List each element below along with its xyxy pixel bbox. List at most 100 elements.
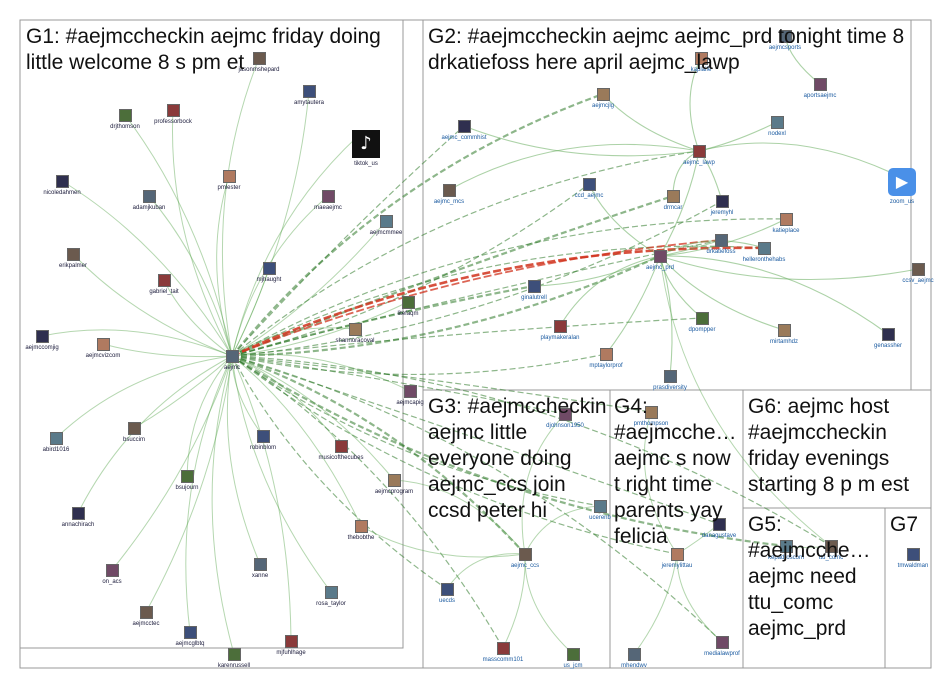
edge <box>231 355 832 547</box>
avatar-icon <box>335 440 348 453</box>
avatar-icon <box>349 323 362 336</box>
edge <box>231 267 270 357</box>
group-label-g7: G7 <box>890 513 919 536</box>
avatar-icon <box>695 52 708 65</box>
node-label: amytautera <box>293 100 325 106</box>
node-label: genassher <box>873 343 903 349</box>
avatar-icon <box>716 195 729 208</box>
edge <box>211 355 235 655</box>
node-label: mjfuhlhage <box>276 650 306 656</box>
node-label: uecds <box>438 598 456 604</box>
edge <box>231 355 723 643</box>
avatar-icon <box>50 432 63 445</box>
edge <box>102 343 233 358</box>
avatar-icon <box>263 262 276 275</box>
node-label: medialawprof <box>704 651 740 657</box>
edge <box>231 90 310 357</box>
node-label: mhendwv <box>621 663 647 669</box>
edge <box>231 239 722 357</box>
edge <box>659 255 832 547</box>
edge <box>145 355 233 613</box>
avatar-icon <box>907 548 920 561</box>
edge <box>231 355 395 481</box>
node-label: djohnson1950 <box>546 423 584 429</box>
avatar-icon <box>554 320 567 333</box>
edge <box>231 284 535 358</box>
edge <box>231 355 342 447</box>
edge <box>124 114 233 357</box>
edge <box>231 355 292 642</box>
node-label: jasonmshepard <box>238 67 280 73</box>
edge <box>231 355 720 525</box>
avatar-icon <box>671 548 684 561</box>
avatar-icon <box>184 626 197 639</box>
node-label: prasdiversity <box>653 385 687 391</box>
node-label: drjthomson <box>110 124 140 130</box>
node-label: aejmccomjig <box>25 345 59 351</box>
node-label: aejmc <box>223 365 241 371</box>
node-label: aejmc_lawp <box>683 160 715 166</box>
avatar-icon <box>778 324 791 337</box>
group-label-g6: G6: aejmc host #aejmccheckin friday even… <box>748 395 910 496</box>
group-panels <box>19 19 932 669</box>
edge <box>231 245 765 357</box>
node-label: aejmc_ccs <box>510 563 540 569</box>
node-label: nicoledahmen <box>43 190 81 196</box>
edge <box>502 553 526 649</box>
avatar-icon <box>441 583 454 596</box>
node-label: karenrussell <box>217 663 251 669</box>
avatar-icon <box>912 263 925 276</box>
node-label: aejmcjlg <box>591 103 615 109</box>
group-label-g3: G3: #aejmccheckin aejmc little everyone … <box>428 395 607 522</box>
avatar-icon <box>72 507 85 520</box>
avatar-icon <box>128 422 141 435</box>
edge <box>226 355 261 565</box>
edge <box>231 125 465 357</box>
edge <box>231 194 674 358</box>
avatar-icon <box>664 370 677 383</box>
node-label: ttu_comc <box>818 555 844 561</box>
node-label: musicofthecubes <box>318 455 364 461</box>
node-label: tiktok_us <box>354 161 378 167</box>
avatar-icon <box>825 540 838 553</box>
node-label: rosa_taylor <box>316 601 346 607</box>
node-label: nodexl <box>768 131 786 137</box>
avatar-icon <box>713 518 726 531</box>
node-label: ginalutrell <box>521 295 547 301</box>
node-label: thebobthe <box>347 535 375 541</box>
edge <box>231 355 601 507</box>
node-label: annachirach <box>61 522 95 528</box>
group-label-g1: G1: #aejmccheckin aejmc friday doing lit… <box>26 25 381 74</box>
avatar-icon <box>119 109 132 122</box>
avatar-icon <box>404 385 417 398</box>
avatar-icon <box>402 296 415 309</box>
avatar-icon <box>158 274 171 287</box>
node-label: mjhaught <box>256 277 282 283</box>
edge <box>231 355 504 649</box>
avatar-icon <box>56 175 69 188</box>
node-label: jeremyhl <box>710 210 734 216</box>
edge <box>148 195 233 357</box>
avatar-icon <box>443 184 456 197</box>
node-label: litefaqm <box>397 311 419 317</box>
node-label: drkatiefoss <box>706 249 736 255</box>
node-label: aejmcglbtq <box>175 641 205 647</box>
avatar-icon <box>257 430 270 443</box>
edge <box>216 175 233 357</box>
avatar-icon <box>779 30 792 43</box>
edge <box>559 255 661 327</box>
node-label: ccd_aejmc <box>574 193 604 199</box>
avatar-icon <box>458 120 471 133</box>
edge <box>231 301 409 357</box>
edge <box>446 553 526 590</box>
edge <box>186 355 233 477</box>
edge <box>659 150 700 257</box>
edge <box>659 255 889 335</box>
edge <box>588 183 661 257</box>
edge <box>185 355 233 633</box>
zoom-logo-icon: ▶ <box>888 168 916 196</box>
node-label: zoom_us <box>889 199 915 205</box>
node-label: maeaejmc <box>314 205 342 211</box>
node-label: pmlester <box>217 185 241 191</box>
